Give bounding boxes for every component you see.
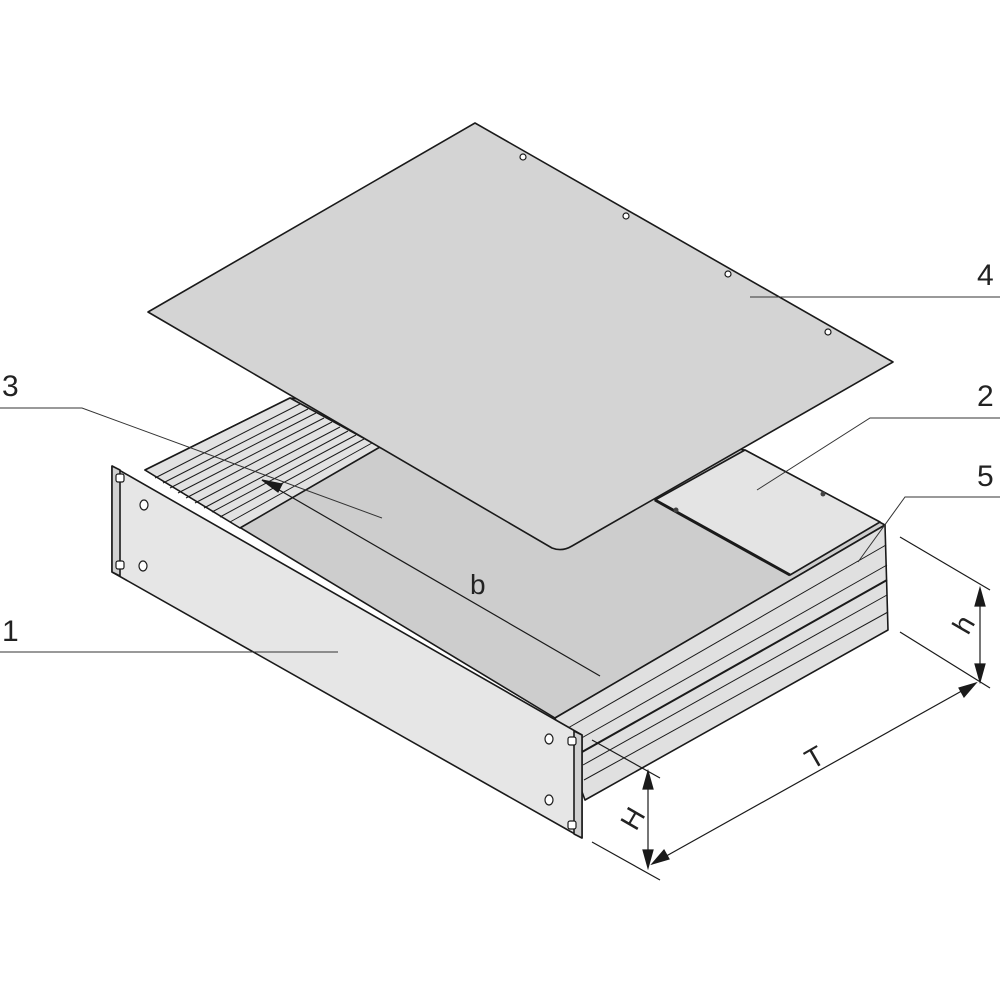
front-panel-holes	[115, 473, 577, 830]
label-part-5: 5	[977, 460, 994, 493]
rail-ribs	[154, 403, 373, 523]
dimension-lines	[261, 479, 991, 881]
dim-label-b: b	[470, 569, 486, 600]
dim-label-h: h	[946, 610, 981, 639]
cover-lid	[147, 122, 894, 551]
dim-label-T: T	[800, 740, 830, 775]
dim-b-line	[261, 479, 601, 677]
lid-holes	[519, 153, 832, 336]
profile-ribs	[567, 544, 889, 781]
leader-2	[756, 417, 1000, 491]
dim-T-line	[651, 682, 977, 865]
dim-label-H: H	[614, 802, 651, 835]
label-part-1: 1	[2, 615, 19, 648]
label-part-2: 2	[977, 380, 994, 413]
leader-5	[857, 496, 1000, 563]
leader-lines	[0, 296, 1000, 653]
leader-3	[0, 407, 383, 519]
label-part-4: 4	[977, 259, 994, 292]
label-part-3: 3	[2, 370, 19, 403]
